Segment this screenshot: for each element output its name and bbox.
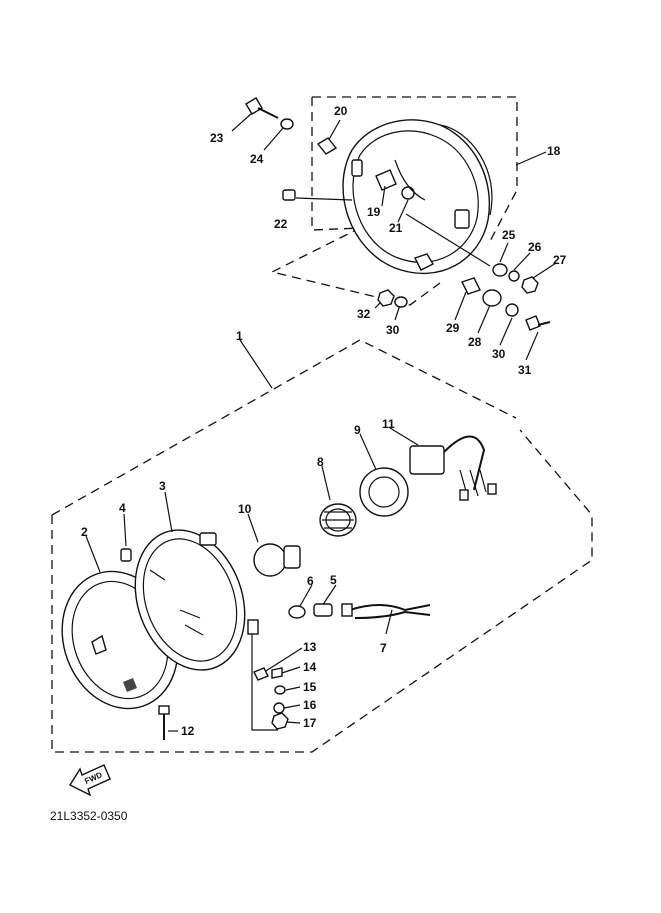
callout-21: 21 [389, 221, 403, 235]
callout-27: 27 [553, 253, 567, 267]
callout-32: 32 [357, 307, 371, 321]
callout-6: 6 [307, 574, 314, 588]
callout-9: 9 [354, 423, 361, 437]
callout-10: 10 [238, 502, 252, 516]
callout-3: 3 [159, 479, 166, 493]
headlight-body-group-boundary [270, 96, 518, 306]
callout-5: 5 [330, 573, 337, 587]
callout-30-lower: 30 [492, 347, 506, 361]
callout-20: 20 [334, 104, 348, 118]
callout-26: 26 [528, 240, 542, 254]
callout-12: 12 [181, 724, 195, 738]
callout-18: 18 [547, 144, 561, 158]
callout-8: 8 [317, 455, 324, 469]
callout-16: 16 [303, 698, 317, 712]
lower-components [120, 435, 497, 740]
callout-15: 15 [303, 680, 317, 694]
callout-7: 7 [380, 641, 387, 655]
callout-4: 4 [119, 501, 126, 515]
callout-22: 22 [274, 217, 288, 231]
headlight-case [342, 119, 493, 274]
diagram-code: 21L3352-0350 [50, 809, 128, 823]
forward-arrow-icon: FWD [68, 764, 111, 797]
callout-13: 13 [303, 640, 317, 654]
callout-1: 1 [236, 329, 243, 343]
callout-17: 17 [303, 716, 317, 730]
callout-25: 25 [502, 228, 516, 242]
callout-23: 23 [210, 131, 224, 145]
callout-28: 28 [468, 335, 482, 349]
callout-14: 14 [303, 660, 317, 674]
callout-11: 11 [382, 417, 395, 431]
callout-labels: 20 23 24 18 22 19 21 25 26 27 32 30 29 2… [81, 104, 567, 738]
callout-29: 29 [446, 321, 460, 335]
lens-unit [134, 529, 246, 671]
callout-30-upper: 30 [386, 323, 400, 337]
callout-19: 19 [367, 205, 381, 219]
callout-31: 31 [518, 363, 532, 377]
headlight-assembly-group-boundary [51, 339, 593, 753]
leader-1 [239, 339, 273, 389]
upper-fasteners [245, 97, 551, 331]
callout-2: 2 [81, 525, 88, 539]
callout-24: 24 [250, 152, 264, 166]
